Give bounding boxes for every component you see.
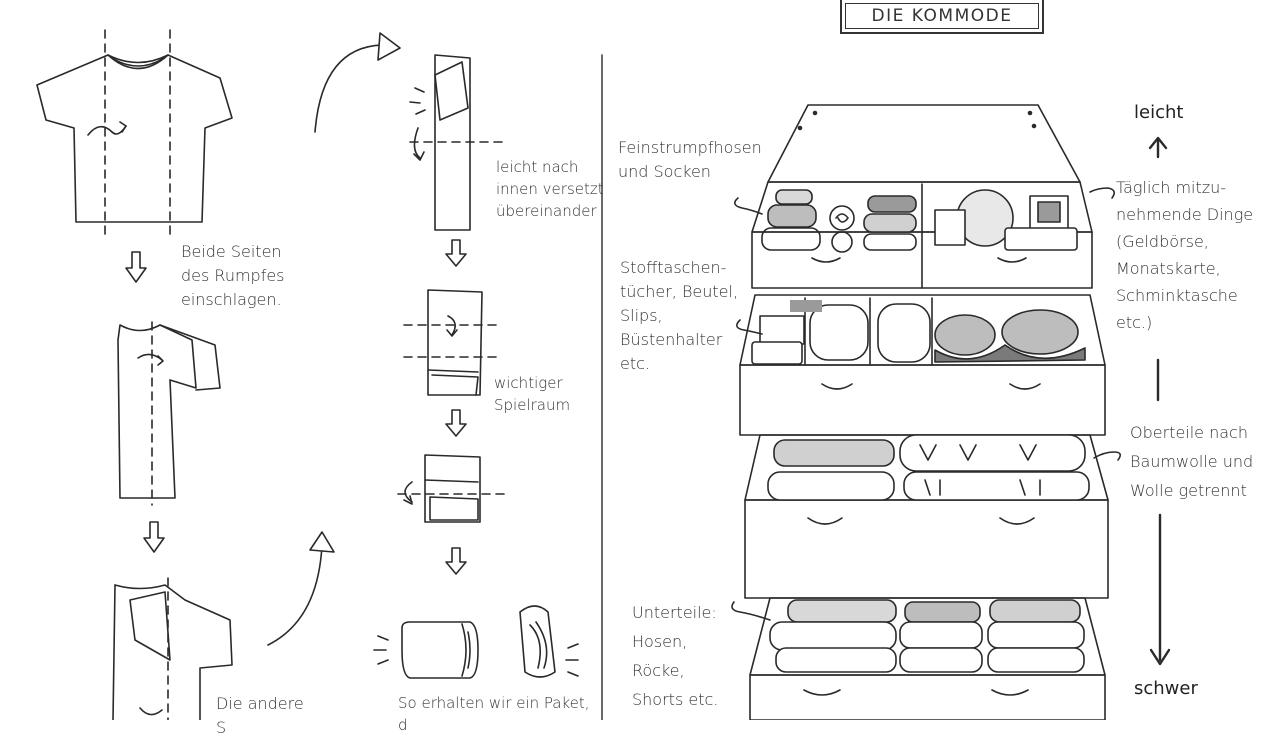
tshirt-half-folded: [117, 321, 221, 506]
tshirt-flat: [36, 29, 233, 239]
illustration: [36, 29, 1171, 720]
drawer-4-left-label: Unterteile: Hosen, Röcke, Shorts etc.: [632, 603, 719, 709]
up-arrow-icon: [267, 531, 335, 646]
space-label: wichtiger Spielraum: [494, 374, 571, 414]
drawer-1-right-label: Täglich mitzu- nehmende Dinge (Geldbörse…: [1116, 178, 1254, 332]
drawer-1: [751, 181, 1093, 289]
drawer-2: [739, 294, 1106, 436]
step-1-label: Beide Seiten des Rumpfes einschlagen.: [181, 242, 285, 309]
down-arrow-icon: [445, 239, 467, 267]
page-title: DIE KOMMODE: [871, 6, 1013, 26]
result-label: So erhalten wir ein Paket, d: [398, 694, 590, 734]
drawer-4: [749, 597, 1106, 720]
pointer-line: [734, 197, 763, 215]
pointer-line: [1093, 451, 1122, 461]
dresser: [739, 104, 1109, 720]
step-2-label: Die andere S: [216, 694, 304, 737]
folded-block: [403, 289, 501, 396]
drawer-3: [744, 434, 1109, 599]
folded-strip: [409, 54, 506, 231]
scale-top-label: leicht: [1134, 102, 1184, 123]
down-arrow-icon: [445, 547, 467, 575]
curved-arrow-icon: [314, 32, 401, 133]
drawer-3-right-label: Oberteile nach Baumwolle und Wolle getre…: [1130, 423, 1254, 500]
offset-label: leicht nach innen versetzt übereinander: [496, 158, 604, 220]
title-banner: DIE KOMMODE: [840, 0, 1044, 34]
drawer-2-left-label: Stofftaschen- tücher, Beutel, Slips, Büs…: [620, 258, 739, 373]
drawer-1-left-label: Feinstrumpfhosen und Socken: [618, 138, 762, 181]
folded-square: [397, 454, 511, 523]
down-long-arrow-icon: [1148, 136, 1171, 666]
down-arrow-icon: [143, 521, 165, 553]
scale-bottom-label: schwer: [1134, 678, 1198, 699]
pointer-line: [1089, 187, 1116, 199]
folded-package: [373, 605, 579, 679]
pointer-line: [731, 601, 771, 621]
pointer-line: [736, 319, 763, 335]
down-arrow-icon: [445, 409, 467, 437]
tshirt-both-folded: [112, 577, 233, 720]
down-arrow-icon: [125, 251, 147, 283]
